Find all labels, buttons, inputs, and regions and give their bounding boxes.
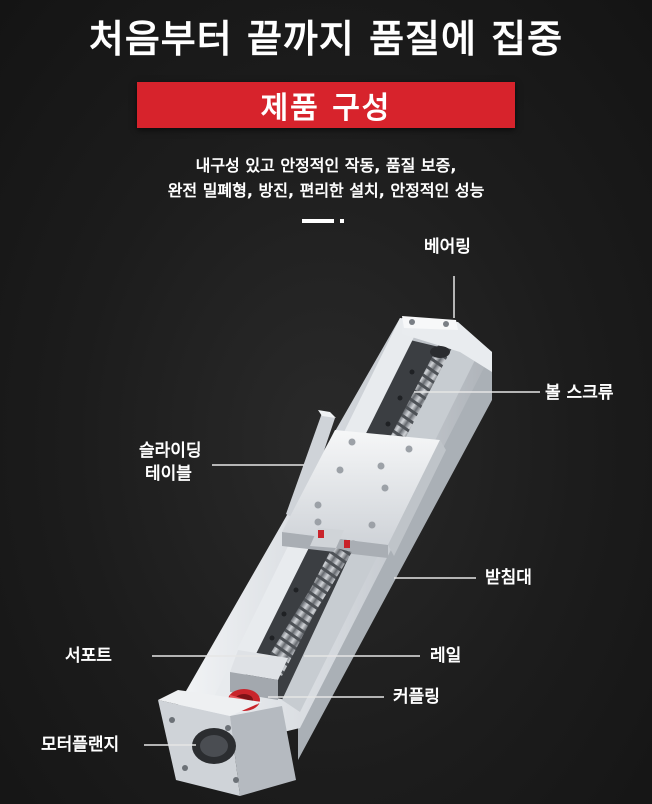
divider-bar: [302, 219, 334, 223]
label-bearing: 베어링: [424, 237, 471, 257]
label-rail: 레일: [430, 646, 462, 666]
section-banner: 제품 구성: [137, 82, 515, 128]
label-sliding-table-2: 테이블: [145, 464, 192, 484]
label-coupling: 커플링: [393, 687, 440, 707]
description-line-1: 내구성 있고 안정적인 작동, 품질 보증,: [195, 156, 457, 175]
banner-title: 제품 구성: [260, 91, 392, 126]
bearing-block: [402, 316, 492, 372]
label-support: 서포트: [65, 646, 112, 666]
sliding-table: [282, 410, 446, 558]
label-motor-flange: 모터플랜지: [41, 735, 120, 755]
screw-nut: [310, 528, 350, 548]
ball-screw-lower: [270, 548, 352, 660]
motor-flange: [158, 690, 296, 796]
description-line-2: 완전 밀폐형, 방진, 편리한 설치, 안정적인 성능: [167, 181, 485, 200]
headline: 처음부터 끝까지 품질에 집중: [88, 17, 564, 61]
divider-dot: [340, 219, 344, 223]
leader-lines: [144, 276, 540, 746]
label-ball-screw: 볼 스크류: [545, 383, 614, 403]
label-base: 받침대: [485, 568, 532, 588]
label-sliding-table-1: 슬라이딩: [139, 441, 202, 461]
